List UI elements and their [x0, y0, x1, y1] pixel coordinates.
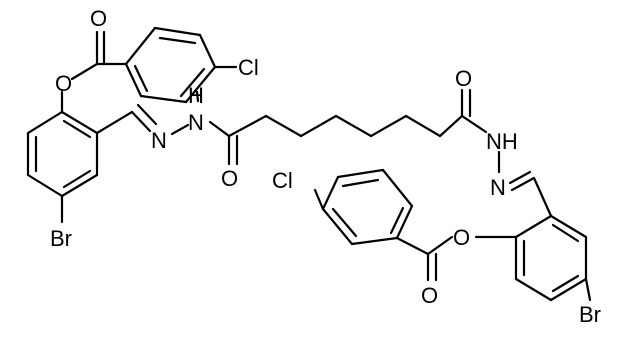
- alkyl-chain: [227, 88, 488, 166]
- hydrogen-label-left: H: [188, 83, 204, 108]
- amine-label-right: NH: [486, 129, 518, 154]
- oxygen-label-top-ester: O: [55, 71, 72, 96]
- chlorine-label-bottom: Cl: [272, 168, 293, 193]
- oxygen-label-right-amide: O: [455, 66, 472, 91]
- oxygen-label-bottom-ester: O: [453, 225, 470, 250]
- bottom-ester-group: [395, 235, 518, 282]
- right-bromophenyl-ring: [514, 214, 592, 302]
- oxygen-label-left-amide: O: [221, 166, 238, 191]
- oxygen-label-top-carbonyl: O: [90, 6, 107, 31]
- left-bromophenyl-ring: [26, 110, 99, 224]
- bromine-label-left: Br: [50, 226, 72, 251]
- top-ester-group: [60, 30, 128, 114]
- bottom-chlorobenzoyl-ring: [313, 168, 414, 246]
- top-chlorobenzoyl-ring: [124, 26, 238, 104]
- atom-labels: O Cl O H N N O O NH N Cl O O Br Br: [50, 6, 601, 327]
- left-hydrazone: [95, 90, 231, 138]
- chlorine-label-top: Cl: [238, 55, 259, 80]
- nitrogen-label-left-imine: N: [151, 128, 167, 153]
- bromine-label-right: Br: [579, 302, 601, 327]
- nitrogen-label-right-imine: N: [490, 175, 506, 200]
- right-hydrazone: [497, 150, 553, 218]
- oxygen-label-bottom-carbonyl: O: [421, 283, 438, 308]
- nitrogen-label-left-amide: N: [188, 110, 204, 135]
